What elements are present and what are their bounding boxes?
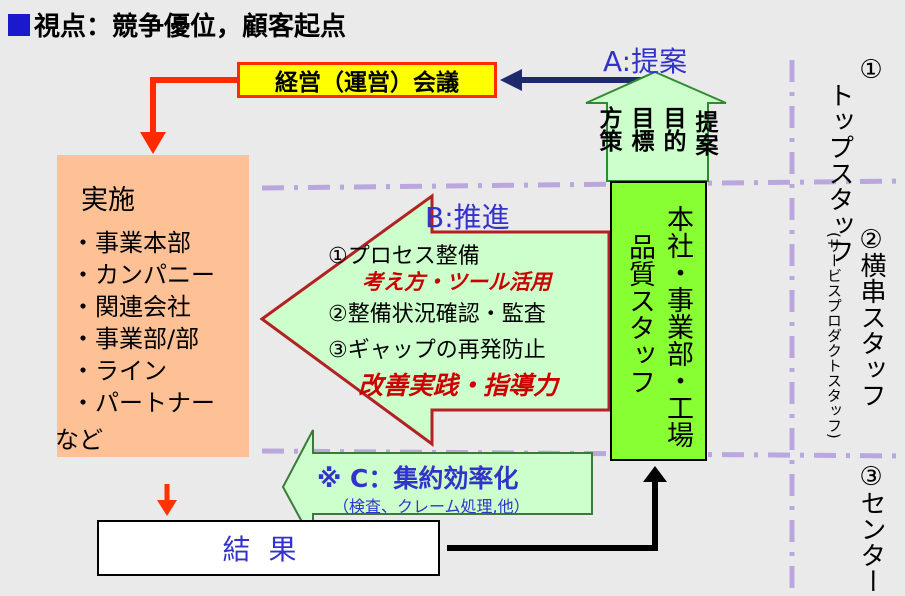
arrow-implementation-to-result [157,484,177,516]
promotion-line-2: 考え方・ツール活用 [362,270,551,294]
implementation-heading: 実施 [81,185,135,216]
quality-staff-box: 本社・事業部・工場 品質スタッフ [610,181,707,461]
promotion-line-3: ②整備状況確認・監査 [328,302,546,327]
proposal-item: 方策 [595,106,621,152]
label-c-detail: （検査、クレーム処理,他） [333,497,530,516]
side-top-label: トップスタッフ [824,82,854,264]
list-item: ・事業部/部 [71,325,200,353]
page-title-text: 視点：競争優位，顧客起点 [34,12,347,42]
side-top-number: ① [856,55,886,85]
label-c-efficiency: ※ C：集約効率化 [317,464,519,493]
label-a-proposal: A:提案 [603,45,688,78]
implementation-list: ・事業本部 ・カンパニー ・関連会社 ・事業部/部 ・ライン ・パートナー [71,227,215,419]
divider-bottom [261,448,905,459]
list-item: ・事業本部 [71,229,191,257]
result-box: 結果 [97,520,440,576]
list-item: ・ライン [71,357,167,385]
list-item: ・パートナー [71,389,215,417]
promotion-line-5: 改善実践・指導力 [358,371,559,400]
list-item: ・カンパニー [71,261,215,289]
promotion-line-4: ③ギャップの再発防止 [328,338,546,363]
promotion-line-1: ①プロセス整備 [328,244,480,269]
quality-staff-location: 本社・事業部・工場 [662,205,693,448]
implementation-box: 実施 ・事業本部 ・カンパニー ・関連会社 ・事業部/部 ・ライン ・パートナー… [55,155,249,457]
proposal-item: 提案 [691,110,717,156]
side-middle-label: 横串スタッフ [856,252,886,408]
management-meeting-box: 経営（運営）会議 [237,62,497,98]
side-middle-number: ② [856,225,886,255]
label-b-promotion: B:推進 [425,201,510,234]
promotion-arrow [259,193,611,447]
list-item: ・関連会社 [71,293,191,321]
side-bottom-label: センター [856,490,886,594]
side-bottom-number: ③ [856,462,886,492]
arrow-meeting-to-implementation [140,77,237,154]
proposal-item: 目標 [627,106,653,152]
title-square-icon [8,13,30,36]
side-middle-sub: (サービスプロダクトスタッフ) [825,232,843,439]
arrow-result-to-quality [447,466,667,551]
divider-top [261,178,905,191]
implementation-tail: など [55,426,103,454]
page-title: 視点：競争優位，顧客起点 [8,6,346,43]
quality-staff-label: 品質スタッフ [624,233,655,395]
proposal-item: 目的 [659,106,685,152]
